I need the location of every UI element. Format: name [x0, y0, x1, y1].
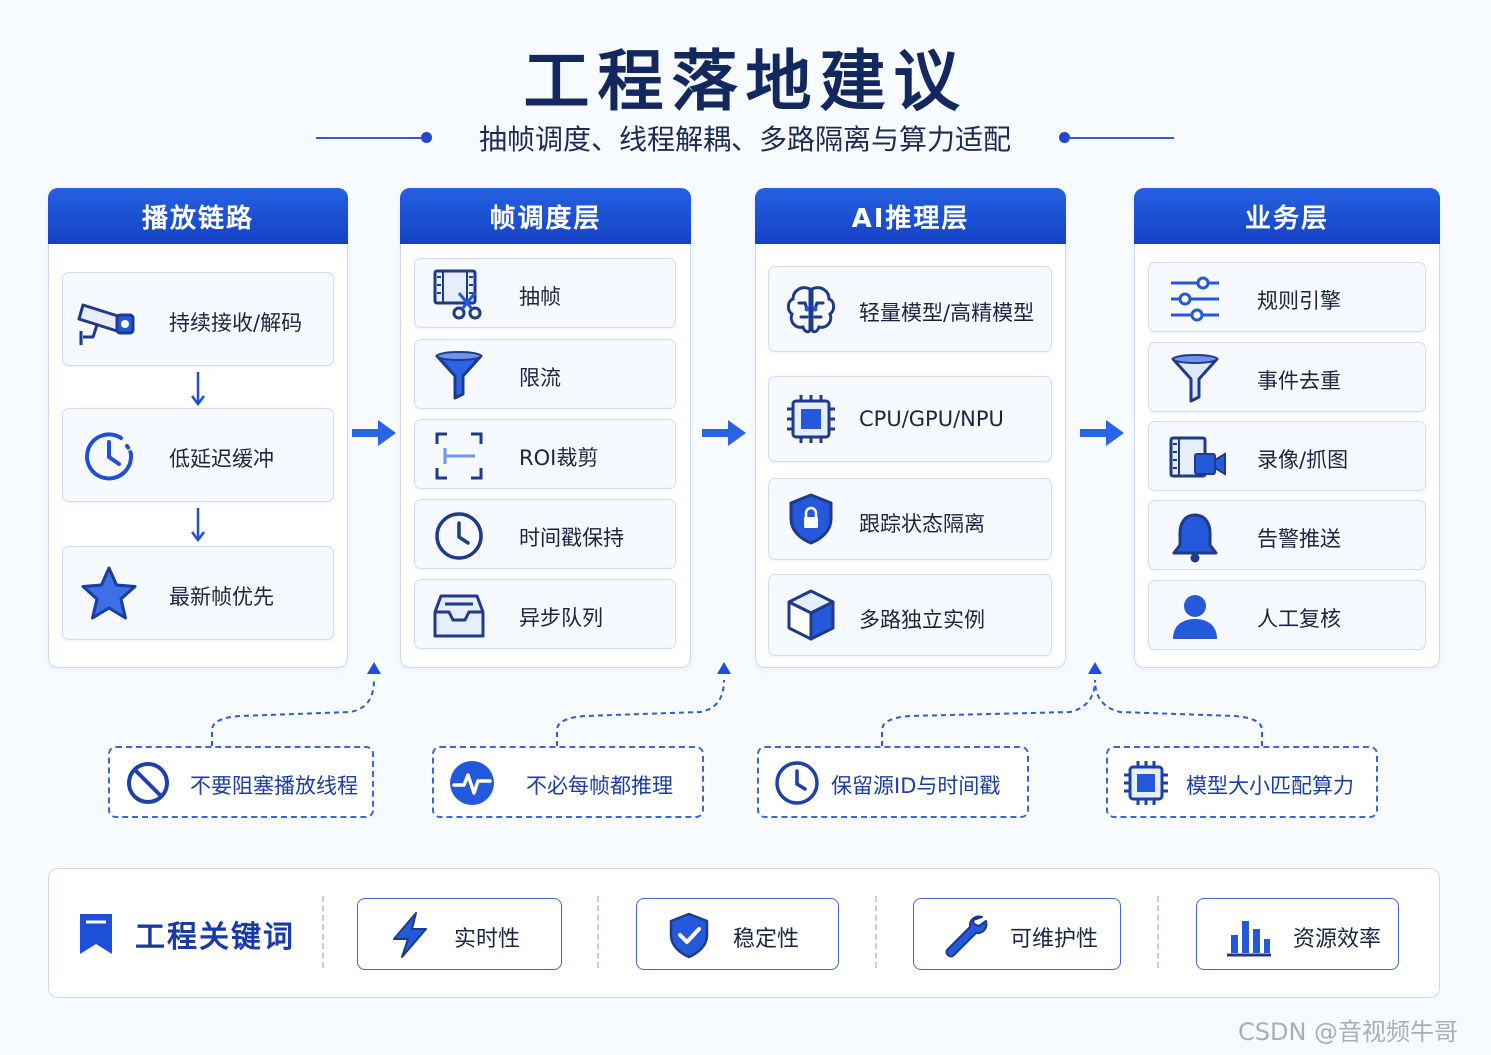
card-async-queue: 异步队列 [414, 579, 676, 649]
note-model-size-match: 模型大小匹配算力 [1106, 746, 1378, 818]
card-label: 限流 [519, 366, 561, 390]
film-scissors-icon [431, 267, 487, 323]
column-title: 帧调度层 [400, 188, 691, 244]
wrench-icon [942, 911, 990, 959]
shield-check-icon [665, 911, 713, 959]
note-no-block-playback: 不要阻塞播放线程 [108, 746, 374, 818]
divider [322, 896, 324, 968]
subtitle-left-dot [421, 132, 432, 143]
note-label: 不必每帧都推理 [526, 774, 673, 798]
card-label: 录像/抓图 [1257, 448, 1349, 472]
keywords-title: 工程关键词 [135, 920, 295, 955]
card-model-choice: 轻量模型/高精模型 [768, 266, 1052, 352]
watermark: CSDN @音视频牛哥 [1238, 1018, 1459, 1046]
card-label: CPU/GPU/NPU [859, 407, 1004, 431]
card-label: 持续接收/解码 [169, 311, 303, 335]
clock-icon [79, 426, 135, 482]
clock-icon [431, 508, 487, 564]
star-icon [79, 564, 137, 620]
divider [1157, 896, 1159, 968]
note-no-every-frame: 不必每帧都推理 [432, 746, 704, 818]
down-arrow-icon [190, 372, 206, 407]
card-label: 最新帧优先 [169, 585, 274, 609]
subtitle-row: 抽帧调度、线程解耦、多路隔离与算力适配 [0, 114, 1491, 162]
column-title: 播放链路 [48, 188, 348, 244]
right-arrow-icon [352, 418, 398, 448]
card-frame-sampling: 抽帧 [414, 258, 676, 328]
card-record-snapshot: 录像/抓图 [1148, 421, 1426, 491]
keyword-label: 资源效率 [1293, 927, 1382, 952]
card-label: 跟踪状态隔离 [859, 512, 985, 536]
note-label: 不要阻塞播放线程 [190, 774, 358, 798]
card-manual-review: 人工复核 [1148, 580, 1426, 650]
card-label: 事件去重 [1257, 369, 1341, 393]
page-subtitle: 抽帧调度、线程解耦、多路隔离与算力适配 [478, 123, 1011, 156]
card-label: 抽帧 [519, 285, 561, 309]
user-icon [1167, 589, 1223, 645]
crop-icon [431, 428, 487, 484]
card-label: ROI裁剪 [519, 446, 599, 470]
bookmark-icon [78, 912, 114, 956]
keyword-realtime: 实时性 [357, 898, 562, 970]
note-label: 保留源ID与时间戳 [831, 774, 1001, 798]
card-roi-crop: ROI裁剪 [414, 419, 676, 489]
lightning-icon [386, 911, 434, 959]
column-title: AI推理层 [755, 188, 1066, 244]
keyword-stability: 稳定性 [636, 898, 839, 970]
brain-icon [783, 281, 839, 337]
page-title: 工程落地建议 [523, 43, 968, 120]
cctv-camera-icon [77, 291, 135, 347]
video-camera-icon [1167, 430, 1226, 486]
card-alert-push: 告警推送 [1148, 500, 1426, 570]
down-arrow-icon [190, 508, 206, 543]
keyword-label: 实时性 [454, 927, 521, 952]
shield-lock-icon [783, 491, 839, 547]
chip-icon [1122, 759, 1170, 807]
card-label: 时间戳保持 [519, 526, 624, 550]
sliders-icon [1167, 271, 1223, 327]
card-latest-frame-first: 最新帧优先 [62, 546, 334, 640]
subtitle-right-dot [1059, 132, 1070, 143]
card-low-latency-buffer: 低延迟缓冲 [62, 408, 334, 502]
prohibited-icon [124, 759, 172, 807]
subtitle-left-line [316, 137, 426, 139]
card-event-dedup: 事件去重 [1148, 342, 1426, 412]
card-label: 告警推送 [1257, 527, 1341, 551]
card-label: 规则引擎 [1257, 289, 1341, 313]
chip-icon [783, 391, 839, 447]
inbox-tray-icon [431, 588, 487, 644]
card-continuous-decode: 持续接收/解码 [62, 272, 334, 366]
keyword-maintainability: 可维护性 [913, 898, 1121, 970]
card-rule-engine: 规则引擎 [1148, 262, 1426, 332]
card-label: 轻量模型/高精模型 [859, 301, 1035, 325]
keyword-resource-efficiency: 资源效率 [1196, 898, 1399, 970]
right-arrow-icon [702, 418, 748, 448]
funnel-icon [431, 348, 487, 404]
card-label: 低延迟缓冲 [169, 447, 274, 471]
card-label: 多路独立实例 [859, 608, 985, 632]
keyword-label: 可维护性 [1010, 927, 1099, 952]
card-label: 异步队列 [519, 606, 603, 630]
card-timestamp-keep: 时间戳保持 [414, 499, 676, 569]
funnel-icon [1167, 351, 1223, 407]
keyword-label: 稳定性 [733, 927, 800, 952]
bell-icon [1167, 509, 1223, 565]
bar-chart-icon [1225, 911, 1273, 959]
card-rate-limit: 限流 [414, 339, 676, 409]
card-hardware: CPU/GPU/NPU [768, 376, 1052, 462]
cube-icon [783, 587, 839, 643]
subtitle-right-line [1066, 137, 1174, 139]
card-label: 人工复核 [1257, 607, 1341, 631]
clock-icon [773, 759, 821, 807]
pulse-icon [448, 759, 496, 807]
card-tracking-isolation: 跟踪状态隔离 [768, 478, 1052, 560]
column-title: 业务层 [1134, 188, 1440, 244]
divider [875, 896, 877, 968]
note-label: 模型大小匹配算力 [1186, 774, 1354, 798]
divider [597, 896, 599, 968]
right-arrow-icon [1080, 418, 1126, 448]
note-keep-source-id: 保留源ID与时间戳 [757, 746, 1029, 818]
card-multi-instance: 多路独立实例 [768, 574, 1052, 656]
